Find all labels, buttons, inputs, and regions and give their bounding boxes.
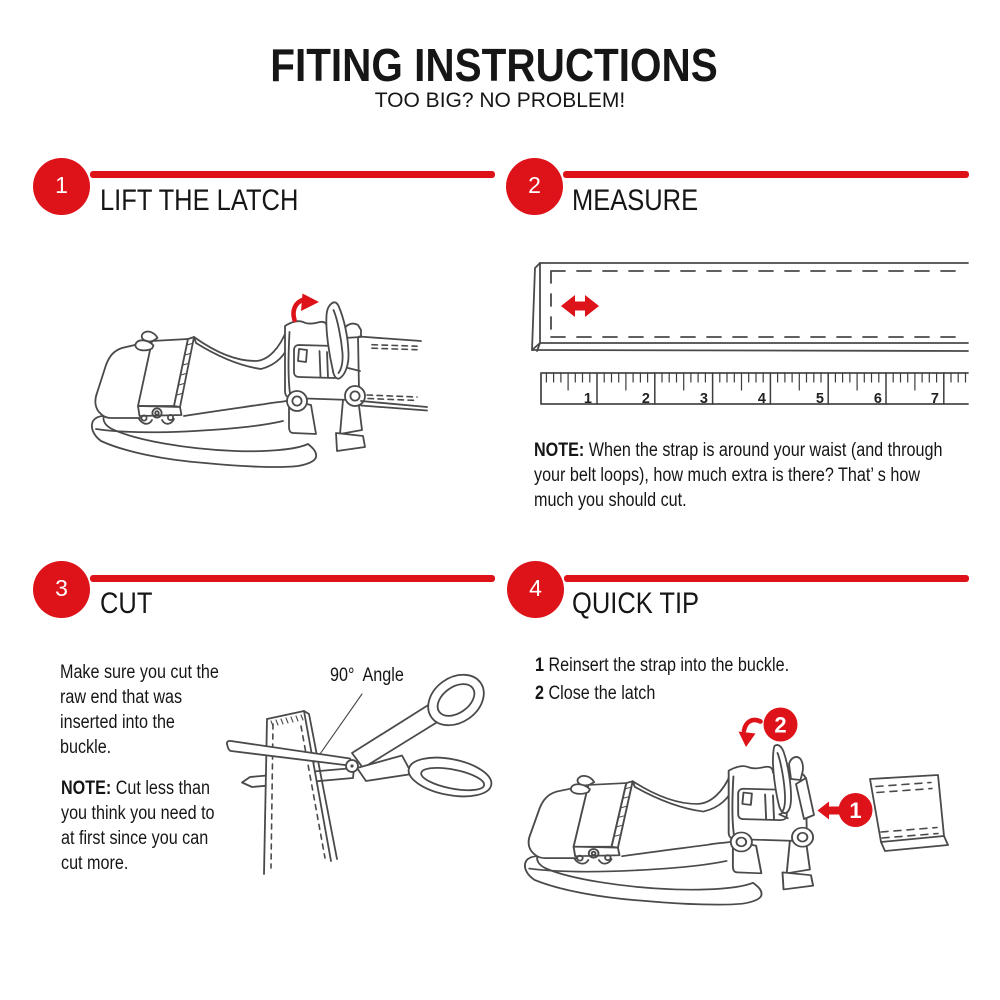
svg-text:4: 4: [758, 391, 766, 407]
svg-text:3: 3: [700, 391, 708, 407]
svg-text:5: 5: [816, 391, 824, 407]
svg-text:7: 7: [931, 391, 939, 407]
svg-text:2: 2: [642, 391, 650, 407]
svg-text:2: 2: [774, 713, 786, 738]
svg-text:6: 6: [874, 391, 882, 407]
svg-text:1: 1: [584, 391, 592, 407]
svg-text:1: 1: [849, 798, 861, 823]
